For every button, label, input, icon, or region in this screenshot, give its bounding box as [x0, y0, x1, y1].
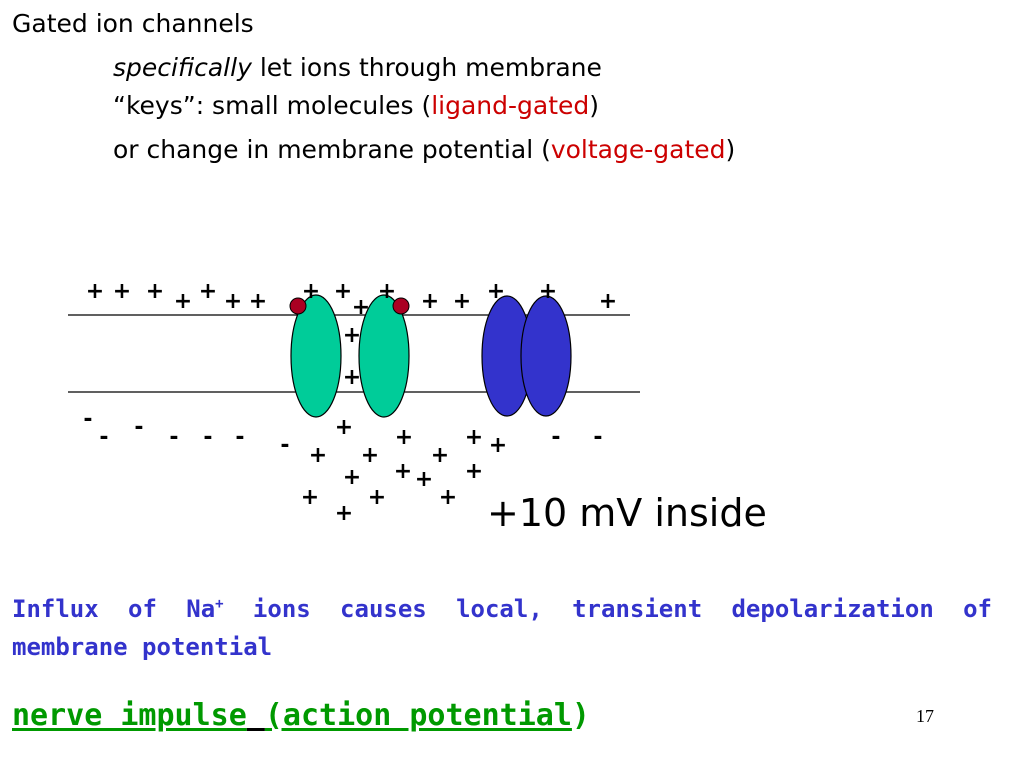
plus-charge: +	[487, 279, 505, 304]
plus-charge: +	[113, 279, 131, 304]
minus-charge: -	[169, 425, 178, 450]
nerve-impulse-label: nerve impulse (action potential)	[12, 696, 590, 736]
plus-charge: +	[465, 459, 483, 484]
plus-charge: +	[368, 485, 386, 510]
plus-charge: +	[199, 279, 217, 304]
ion-charges: +++++++++++++++++++++++++++++++++-------…	[83, 279, 617, 526]
plus-charge: +	[335, 501, 353, 526]
ligand-channel-left	[290, 294, 342, 418]
plus-charge: +	[539, 279, 557, 304]
line1-rest: let ions through membrane	[251, 53, 602, 82]
plus-charge: +	[343, 365, 361, 390]
influx-part1: Influx of Na	[12, 595, 216, 623]
plus-charge: +	[465, 425, 483, 450]
minus-charge: -	[203, 425, 212, 450]
plus-charge: +	[378, 279, 396, 304]
heading-line-1: specifically let ions through membrane	[113, 53, 602, 83]
slide-number: 17	[916, 706, 934, 726]
plus-charge: +	[301, 485, 319, 510]
sodium-superscript: +	[215, 596, 224, 612]
influx-statement: Influx of Na+ ions causes local, transie…	[12, 590, 992, 666]
plus-charge: +	[86, 279, 104, 304]
plus-charge: +	[224, 289, 242, 314]
voltage-label: +10 mV inside	[487, 491, 767, 535]
voltage-gated-label: voltage-gated	[550, 135, 726, 164]
line2-prefix: “keys”: small molecules (	[113, 91, 432, 120]
line3-prefix: or change in membrane potential (	[113, 135, 551, 164]
plus-charge: +	[174, 289, 192, 314]
heading-line-2: “keys”: small molecules (ligand-gated)	[113, 91, 599, 121]
plus-charge: +	[431, 443, 449, 468]
plus-charge: +	[439, 485, 457, 510]
plus-charge: +	[394, 459, 412, 484]
impulse-part1: nerve impulse	[12, 698, 247, 733]
impulse-close: )	[571, 698, 590, 733]
ligand-channel-right	[358, 294, 410, 418]
impulse-part2: (action potential	[264, 698, 572, 733]
ligand-gated-label: ligand-gated	[431, 91, 590, 120]
plus-charge: +	[335, 415, 353, 440]
plus-charge: +	[334, 279, 352, 304]
heading-line-3: or change in membrane potential (voltage…	[113, 135, 735, 165]
voltage-channel-right	[520, 295, 572, 417]
heading-title: Gated ion channels	[12, 9, 254, 38]
plus-charge: +	[421, 289, 439, 314]
plus-charge: +	[453, 289, 471, 314]
plus-charge: +	[395, 425, 413, 450]
plus-charge: +	[352, 295, 370, 320]
line2-suffix: )	[589, 91, 600, 120]
minus-charge: -	[99, 425, 108, 450]
influx-part2: ions causes local, transient depolarizat…	[12, 595, 992, 661]
line3-suffix: )	[725, 135, 736, 164]
ligand-molecule-right	[392, 297, 410, 315]
plus-charge: +	[361, 443, 379, 468]
minus-charge: -	[83, 407, 92, 432]
minus-charge: -	[551, 425, 560, 450]
impulse-gap	[247, 698, 265, 733]
minus-charge: -	[134, 415, 143, 440]
plus-charge: +	[309, 443, 327, 468]
minus-charge: -	[280, 433, 289, 458]
plus-charge: +	[343, 323, 361, 348]
plus-charge: +	[415, 467, 433, 492]
minus-charge: -	[593, 425, 602, 450]
plus-charge: +	[489, 433, 507, 458]
ligand-molecule-left	[289, 297, 307, 315]
plus-charge: +	[302, 279, 320, 304]
plus-charge: +	[249, 289, 267, 314]
plus-charge: +	[343, 465, 361, 490]
minus-charge: -	[235, 425, 244, 450]
emphasis-specifically: specifically	[113, 53, 252, 82]
plus-charge: +	[599, 289, 617, 314]
plus-charge: +	[146, 279, 164, 304]
